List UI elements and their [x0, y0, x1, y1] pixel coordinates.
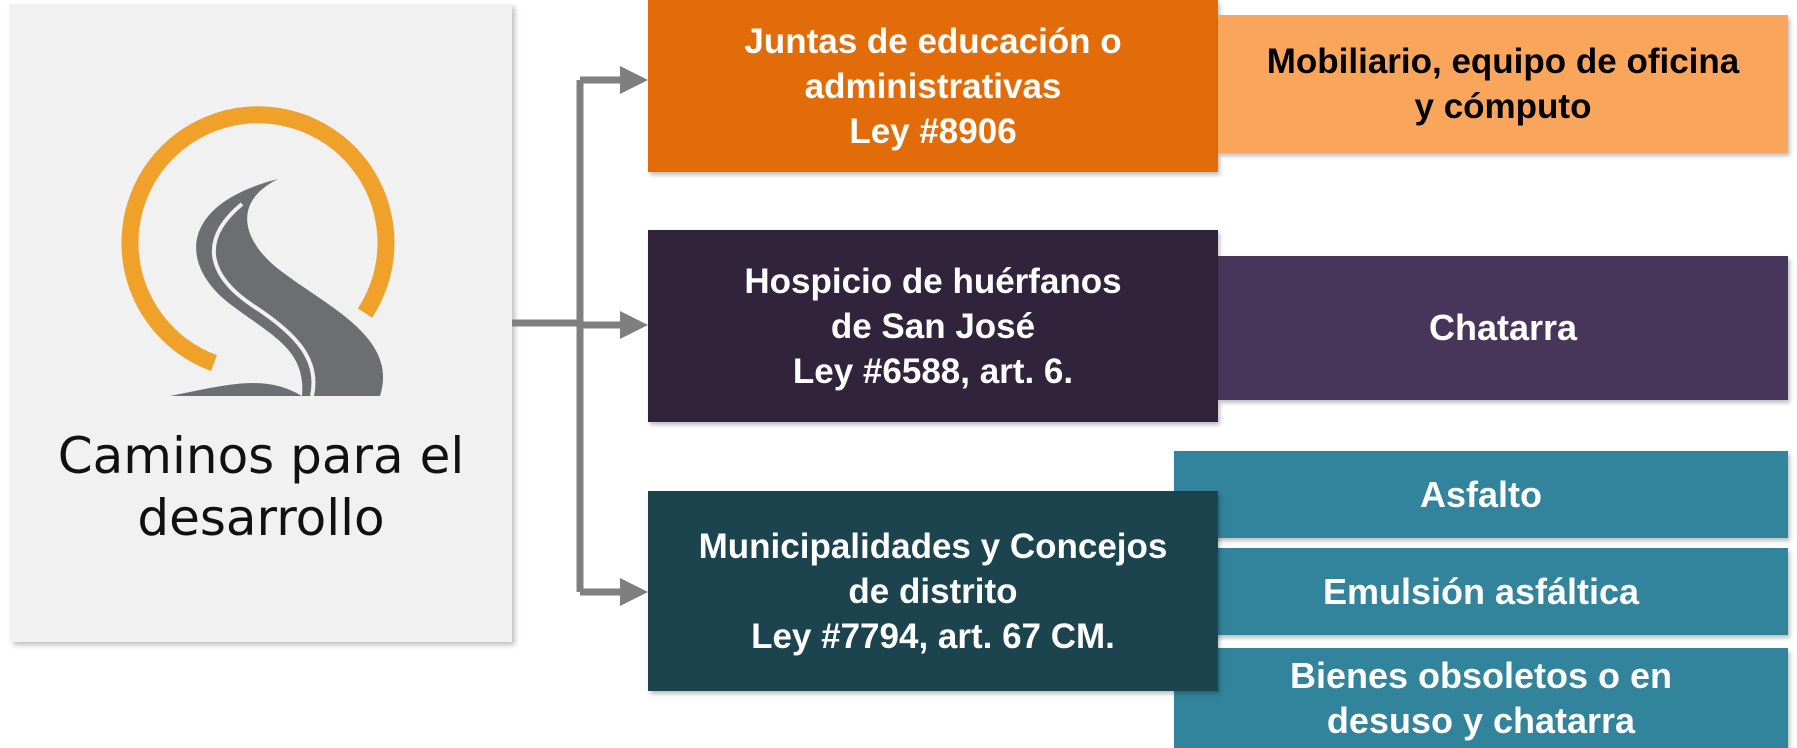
- item-label-emulsion: Emulsión asfáltica: [1322, 570, 1640, 612]
- logo-ring: [121, 106, 395, 371]
- item-box-bienes-obsoletos: Bienes obsoletos o en desuso y chatarra: [1174, 648, 1788, 748]
- group-box-hospicio: Hospicio de huérfanos de San José Ley #6…: [648, 230, 1218, 422]
- logo-road-stripe: [212, 202, 316, 397]
- logo-road-base: [170, 382, 302, 396]
- item-label-mobiliario: Mobiliario, equipo de oficina y cómputo: [1266, 42, 1740, 126]
- item-label-asfalto: Asfalto: [1419, 473, 1542, 515]
- arrow-head-3: [620, 578, 648, 606]
- item-label-chatarra: Chatarra: [1428, 307, 1578, 348]
- item-box-emulsion: Emulsión asfáltica: [1174, 548, 1788, 635]
- logo-title: Caminos para el desarrollo: [57, 427, 465, 547]
- item-box-chatarra: Chatarra: [1218, 256, 1788, 400]
- item-box-mobiliario: Mobiliario, equipo de oficina y cómputo: [1218, 15, 1788, 153]
- item-box-asfalto: Asfalto: [1174, 451, 1788, 538]
- group-label-juntas: Juntas de educación o administrativas Le…: [744, 21, 1122, 151]
- arrow-head-2: [620, 311, 648, 339]
- item-label-bienes-obsoletos: Bienes obsoletos o en desuso y chatarra: [1289, 655, 1673, 741]
- group-label-municipalidades: Municipalidades y Concejos de distrito L…: [698, 526, 1168, 656]
- group-box-juntas: Juntas de educación o administrativas Le…: [648, 0, 1218, 172]
- road-logo-icon: [121, 106, 395, 397]
- group-box-municipalidades: Municipalidades y Concejos de distrito L…: [648, 491, 1218, 691]
- logo-card: [10, 4, 512, 642]
- logo-road: [196, 179, 384, 396]
- arrow-head-1: [620, 66, 648, 94]
- group-label-hospicio: Hospicio de huérfanos de San José Ley #6…: [744, 261, 1122, 391]
